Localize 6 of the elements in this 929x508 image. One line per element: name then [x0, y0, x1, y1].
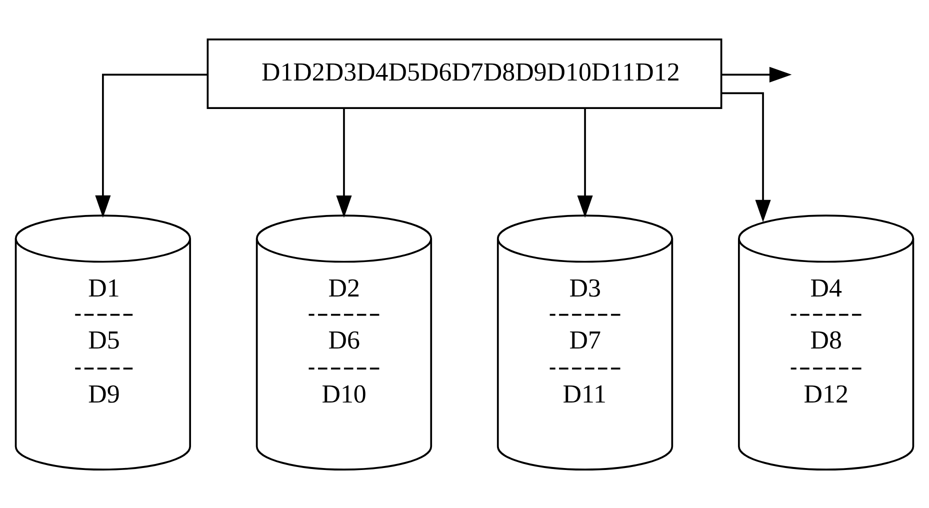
- node-box: D1D2D3D4D5D6D7D8D9D10D11D12: [206, 38, 722, 108]
- arrow: [722, 92, 771, 222]
- arrow: [722, 66, 792, 82]
- arrow: [95, 73, 208, 218]
- arrow: [336, 108, 352, 218]
- arrow: [577, 108, 593, 218]
